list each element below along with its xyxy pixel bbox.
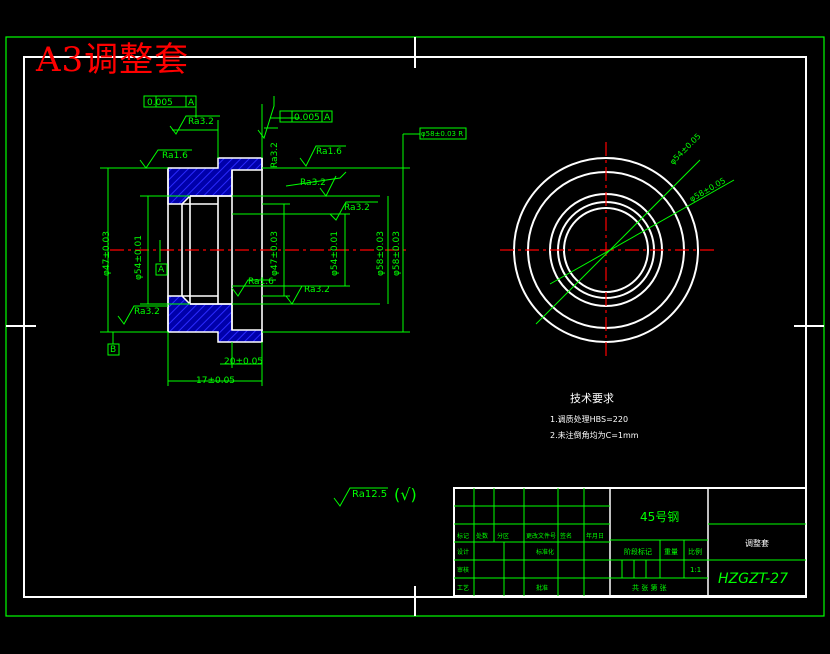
title-block-row-3: 工艺 xyxy=(457,585,470,592)
title-block-weight: 重量 xyxy=(664,548,678,556)
dim-length-20: 20±0.05 xyxy=(224,357,264,367)
title-block-lines xyxy=(453,487,807,597)
dim-diam-47-inner: φ47±0.03 xyxy=(270,231,280,276)
tech-req-line-1: 1.调质处理HBS=220 xyxy=(550,415,629,424)
datum-b: B xyxy=(110,345,117,355)
default-roughness-symbol xyxy=(333,487,388,507)
dim-diam-54-b: φ54±0.01 xyxy=(330,231,340,276)
datum-a: A xyxy=(158,265,165,275)
roughness-ra32-vert: Ra3.2 xyxy=(270,142,280,168)
roughness-ra32-top: Ra3.2 xyxy=(188,117,214,127)
title-block-head-2: 更改文件号 xyxy=(526,533,557,540)
roughness-ra16-bottom: Ra1.6 xyxy=(248,277,274,287)
center-marks xyxy=(6,37,824,616)
title-block-sheet: 共 张 第 张 xyxy=(632,584,667,592)
title-block-drawing-no: HZGZT-27 xyxy=(718,571,788,587)
title-block-sign: 标准化 xyxy=(536,549,555,556)
roughness-ra16-right: Ra1.6 xyxy=(316,147,342,157)
runout-right-value: 0.005 xyxy=(294,113,320,123)
title-block-head-1: 分区 xyxy=(497,533,510,540)
title-block-scale: 1:1 xyxy=(690,566,702,574)
default-roughness: Ra12.5 xyxy=(352,489,388,500)
runout-left-value: 0.005 xyxy=(147,98,173,108)
title-block-stage: 阶段标记 xyxy=(624,548,652,556)
dim-diam-47: φ47±0.03 xyxy=(102,231,112,276)
section-view xyxy=(100,95,467,386)
dim-diam-58-b: φ58±0.03 xyxy=(392,231,402,276)
drawing-title: A3调整套 xyxy=(36,40,190,80)
roughness-ra32-mid: Ra3.2 xyxy=(300,178,326,188)
title-block-head-3: 签名 xyxy=(560,533,573,540)
title-block-approve: 批准 xyxy=(536,585,549,592)
tech-req-line-2: 2.未注倒角均为C=1mm xyxy=(550,431,639,440)
title-block-row-0: 标记 xyxy=(457,533,470,540)
default-roughness-suffix: (√) xyxy=(394,485,417,504)
roughness-ra32-bottom-right: Ra3.2 xyxy=(304,285,330,295)
dim-diam-58: φ58±0.03 xyxy=(376,231,386,276)
title-block-scale-label: 比例 xyxy=(688,548,702,556)
dim-length-17: 17±0.05 xyxy=(196,376,236,386)
outer-frame xyxy=(5,36,825,617)
runout-right-ref: A xyxy=(324,113,331,123)
roughness-ra32-inner: Ra3.2 xyxy=(344,203,370,213)
top-right-callout: φ58±0.03 R xyxy=(421,130,464,138)
roughness-ra16-left: Ra1.6 xyxy=(162,151,188,161)
title-block-row-1: 设计 xyxy=(457,549,470,556)
tech-req-heading: 技术要求 xyxy=(570,392,614,405)
roughness-ra32-bottom-left: Ra3.2 xyxy=(134,307,160,317)
title-block-head-4: 年月日 xyxy=(586,533,605,540)
runout-left-ref: A xyxy=(188,98,195,108)
dim-diam-54: φ54±0.01 xyxy=(134,235,144,280)
title-block-head-0: 处数 xyxy=(476,533,489,540)
hatch-top xyxy=(167,157,263,205)
title-block-company: 调整套 xyxy=(745,539,769,548)
end-view xyxy=(500,142,735,358)
hatch-bottom xyxy=(167,295,263,343)
title-block-material: 45号钢 xyxy=(640,510,680,524)
title-block-row-2: 审核 xyxy=(457,567,470,574)
